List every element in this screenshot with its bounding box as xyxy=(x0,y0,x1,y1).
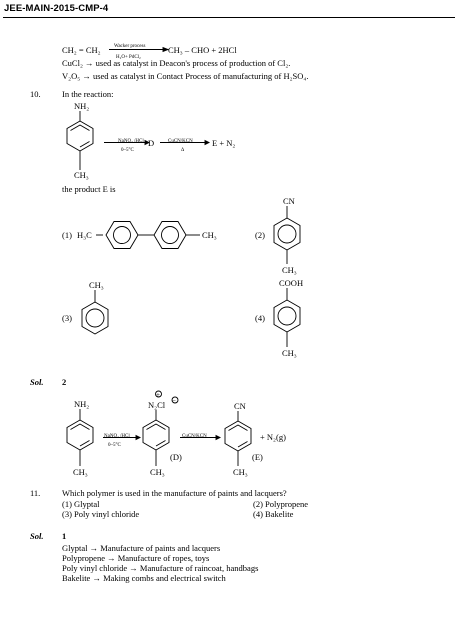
q10-ch3: CH₃ xyxy=(74,170,89,180)
q10-arrowhead2 xyxy=(204,139,211,146)
q10-option1-number: (1) xyxy=(62,230,72,240)
q10-option4-structure xyxy=(273,288,301,347)
sol10-label: Sol. xyxy=(30,377,44,387)
sol10-ring-a xyxy=(66,409,94,466)
q10-arrow2-top: CuCN/KCN xyxy=(168,139,193,144)
q10-arrow1-top: NaNO₂ /HCl xyxy=(118,139,144,144)
sol10-n2-gas: + N₂(g) xyxy=(260,432,286,442)
header-divider xyxy=(3,17,455,18)
sol10-arrow1-top: NaNO₂ /HCl xyxy=(104,434,130,439)
sol10-ring-d xyxy=(142,390,179,466)
q10-arrow2-bottom: Δ xyxy=(181,148,185,153)
q11-option4: (4) Bakelite xyxy=(253,509,294,519)
q10-arrowhead1 xyxy=(144,139,151,146)
q10-nh2: NH₂ xyxy=(74,101,90,111)
sol10-arrowhead2 xyxy=(215,434,222,441)
sol10-arrow1-bottom: 0–5°C xyxy=(108,443,121,448)
q10-option2-cn: CN xyxy=(283,196,295,206)
q10-option2-ch3: CH₃ xyxy=(282,265,297,275)
cucl2-line: CuCl₂ → used as catalyst in Deacon's pro… xyxy=(62,58,291,68)
q10-stem: In the reaction: xyxy=(62,89,114,99)
sol11-line2: Polypropene → Manufacture of ropes, toys xyxy=(62,553,210,563)
v2o5-line: V₂O₅ → used as catalyst in Contact Proce… xyxy=(62,71,309,81)
sol10-diazo-minus: − xyxy=(172,397,176,405)
wacker-arrow-bottom: H₂O+ PdCl₂ xyxy=(116,55,141,60)
q10-reactant-ring xyxy=(66,111,94,170)
sol11-line3: Poly vinyl chloride → Manufacture of rai… xyxy=(62,563,259,573)
sol11-line4: Bakelite → Making combs and electrical s… xyxy=(62,573,226,583)
q10-option2-number: (2) xyxy=(255,230,265,240)
q10-option4-number: (4) xyxy=(255,313,265,323)
q10-products: E + N₂ xyxy=(212,138,236,148)
q10-d-label: D xyxy=(148,138,155,148)
sol10-e-label: (E) xyxy=(252,452,263,462)
sol10-d-label: (D) xyxy=(170,452,182,462)
q11-option3: (3) Poly vinyl chloride xyxy=(62,509,140,519)
wacker-product: CH₃ – CHO + 2HCl xyxy=(168,45,237,55)
question-number-11: 11. xyxy=(30,488,41,498)
q10-option4-ch3: CH₃ xyxy=(282,348,297,358)
sol11-label: Sol. xyxy=(30,531,44,541)
q10-option1-left-group: H₃C xyxy=(77,230,92,240)
sol10-ch3-a: CH₃ xyxy=(73,467,88,477)
sol10-answer: 2 xyxy=(62,377,67,387)
sol10-cn: CN xyxy=(234,401,246,411)
sol10-ring-e xyxy=(224,411,252,466)
q10-option2-structure xyxy=(273,206,301,264)
sol10-arrow2-top: CuCN/KCN xyxy=(182,434,207,439)
q10-option3-ch3: CH₃ xyxy=(89,280,104,290)
sol11-answer: 1 xyxy=(62,531,67,541)
q11-stem: Which polymer is used in the manufacture… xyxy=(62,488,287,498)
sol10-nh2: NH₂ xyxy=(74,399,90,409)
sol10-diazonium: N₂Cl xyxy=(148,400,166,410)
q10-arrow1-bottom: 0–5°C xyxy=(121,148,134,153)
q10-option4-cooh: COOH xyxy=(279,278,304,288)
sol11-line1: Glyptal → Manufacture of paints and lacq… xyxy=(62,543,221,553)
wacker-arrowhead xyxy=(162,46,170,53)
sol10-diazo-plus: + xyxy=(156,391,160,399)
sol10-ch3-c: CH₃ xyxy=(233,467,248,477)
q10-option3-structure xyxy=(81,290,109,335)
wacker-arrow-top: Wacker process xyxy=(114,44,146,49)
q10-option1-right-group: CH₃ xyxy=(202,230,217,240)
q11-option2: (2) Polypropene xyxy=(253,499,309,509)
q10-option1-structure xyxy=(96,221,200,249)
page-title: JEE-MAIN-2015-CMP-4 xyxy=(4,3,109,14)
q10-product-prompt: the product E is xyxy=(62,184,116,194)
sol10-ch3-b: CH₃ xyxy=(150,467,165,477)
q10-option3-number: (3) xyxy=(62,313,72,323)
q11-option1: (1) Glyptal xyxy=(62,499,100,509)
question-number-10: 10. xyxy=(30,89,41,99)
wacker-reactant: CH₂ = CH₂ xyxy=(62,45,101,55)
sol10-arrowhead1 xyxy=(135,434,142,441)
